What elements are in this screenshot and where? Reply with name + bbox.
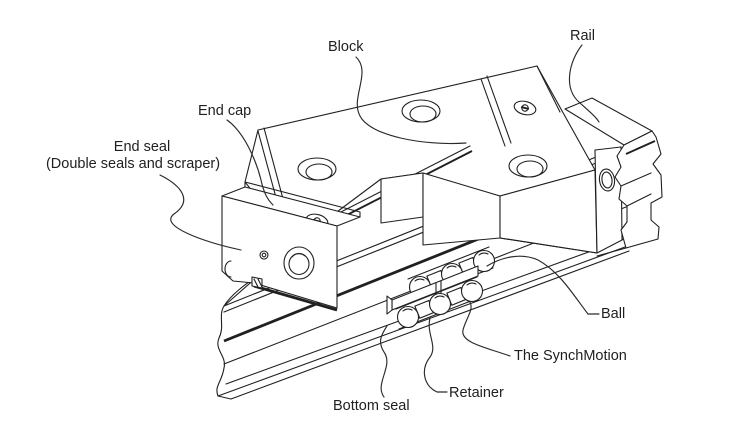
front-small-hole (259, 250, 269, 260)
ball (396, 305, 420, 329)
label-retainer: Retainer (449, 385, 504, 401)
block (221, 65, 623, 312)
mounting-hole-near-left (297, 157, 337, 181)
chain-spacer (414, 286, 467, 319)
label-block: Block (328, 39, 364, 55)
mounting-hole-near-right (508, 154, 548, 178)
label-end-cap: End cap (198, 103, 251, 119)
cutaway-left-wall (380, 172, 424, 224)
leader-lines (159, 44, 600, 398)
leader-rail (568, 44, 600, 123)
end-cap-screw-right (513, 100, 537, 116)
side-grease-port (224, 260, 232, 278)
leader-end-seal (159, 174, 242, 251)
ball (428, 292, 452, 316)
bottom-seal-band (253, 284, 338, 312)
leader-retainer (423, 317, 448, 393)
labels: Block Rail End cap End seal (Double seal… (46, 28, 627, 414)
leader-ball (486, 255, 600, 315)
label-bottom-seal: Bottom seal (333, 398, 410, 414)
ball (472, 249, 496, 273)
rail-break-edge (216, 276, 258, 400)
grease-nipple-hole (598, 168, 616, 192)
label-end-seal: End seal (114, 139, 170, 155)
label-synchmotion: The SynchMotion (514, 348, 627, 364)
label-end-seal-sub: (Double seals and scraper) (46, 156, 220, 172)
leader-synchmotion (462, 301, 511, 357)
mounting-hole-far (401, 99, 441, 123)
end-cap-right-face (594, 146, 623, 254)
ball (460, 279, 484, 303)
label-ball: Ball (601, 306, 625, 322)
label-rail: Rail (570, 28, 595, 44)
front-counterbore-hole (283, 246, 315, 280)
ball-chain-lower (395, 276, 484, 330)
rail-end-profile (614, 130, 663, 249)
leader-bottom-seal (379, 325, 388, 398)
leader-block (355, 56, 467, 145)
leader-end-cap (226, 119, 274, 206)
